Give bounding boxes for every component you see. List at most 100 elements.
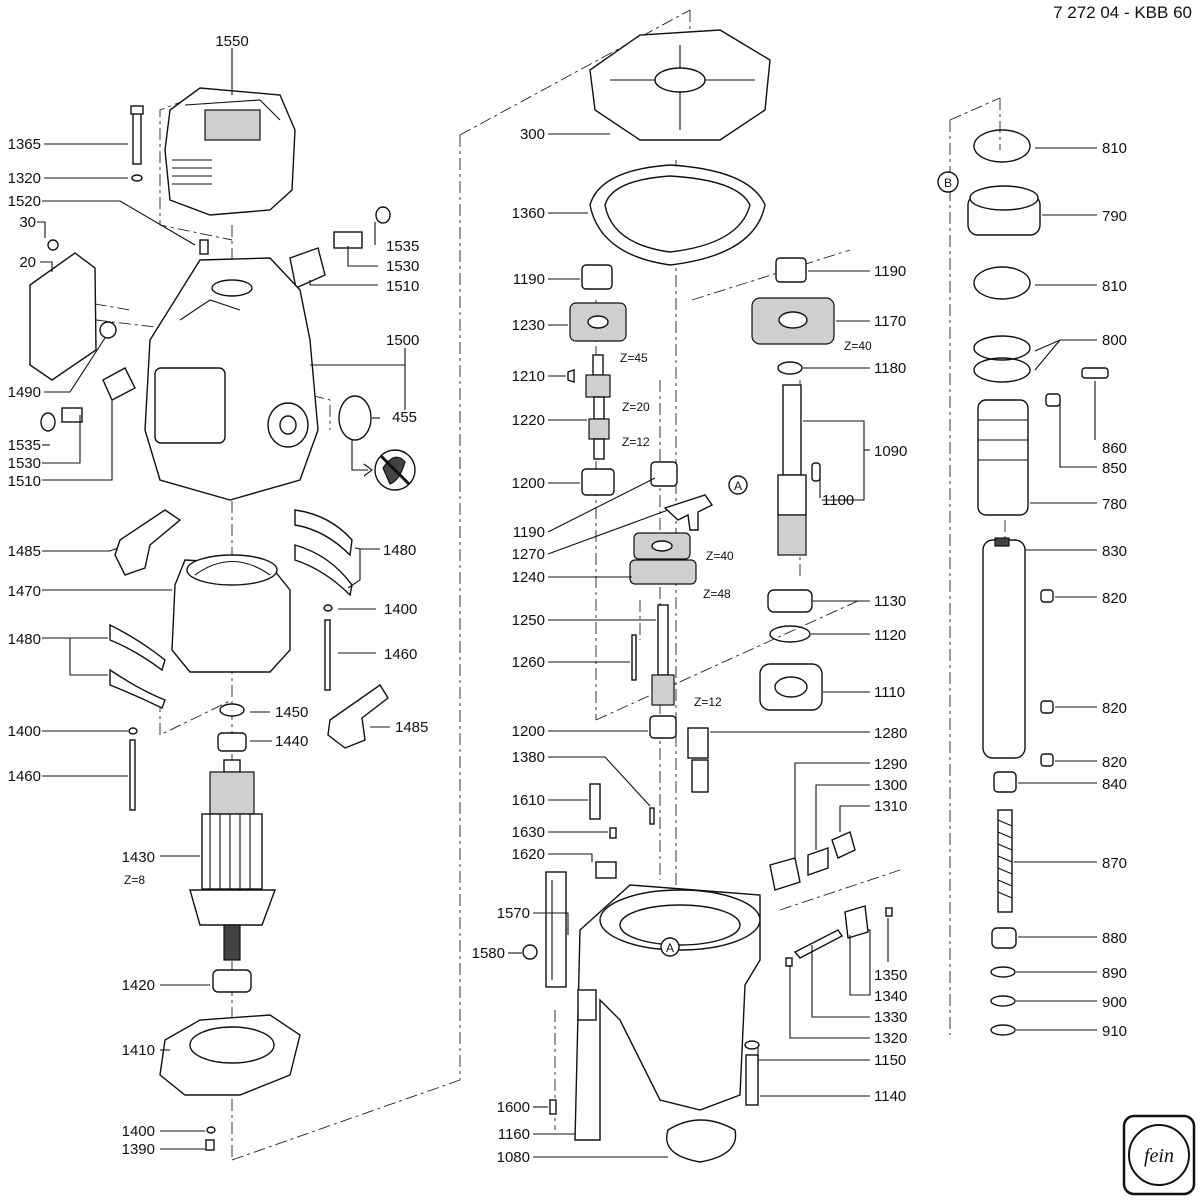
callout-1340: 1340 — [874, 988, 907, 1005]
callout-20: 20 — [19, 254, 36, 271]
o-ring-800a — [973, 335, 1031, 361]
callout-820-mid: 820 — [1102, 700, 1127, 717]
baffle-1485a — [114, 509, 182, 576]
callout-30: 30 — [19, 214, 36, 231]
callout-850: 850 — [1102, 460, 1127, 477]
stator-1470 — [171, 554, 291, 673]
callout-1530-lower: 1530 — [8, 455, 41, 472]
column-830 — [982, 537, 1026, 759]
bearing-1190a — [581, 264, 613, 290]
callout-1130: 1130 — [874, 593, 906, 610]
callout-1090: 1090 — [874, 443, 907, 460]
callout-1400: 1400 — [384, 601, 417, 618]
callout-900: 900 — [1102, 994, 1127, 1011]
right-column-parts — [937, 129, 1109, 1036]
tooth-count-z45: Z=45 — [620, 351, 648, 365]
bearing-1200a — [581, 468, 615, 496]
washer-1400c — [206, 1126, 216, 1134]
callout-1530: 1530 — [386, 258, 419, 275]
callout-1535: 1535 — [386, 238, 419, 255]
screw-1330 — [793, 929, 844, 959]
callout-1610: 1610 — [512, 792, 545, 809]
callout-870: 870 — [1102, 855, 1127, 872]
callout-1400-mid: 1400 — [8, 723, 41, 740]
callout-1400-bottom: 1400 — [122, 1123, 155, 1140]
callout-1460: 1460 — [384, 646, 417, 663]
left-column-parts — [29, 87, 416, 1151]
callout-1365: 1365 — [8, 136, 41, 153]
callout-1480: 1480 — [383, 542, 416, 559]
washer-900 — [990, 995, 1016, 1007]
bearing-1420 — [212, 969, 252, 993]
callout-1420: 1420 — [122, 977, 155, 994]
gear-housing-1160 — [574, 884, 761, 1141]
washer-1150 — [744, 1040, 760, 1050]
no-grease-symbol — [351, 440, 416, 491]
callout-1460-lower: 1460 — [8, 768, 41, 785]
screw-1350 — [885, 907, 893, 917]
motor-cover — [164, 87, 296, 216]
document-id: 7 272 04 - KBB 60 — [1053, 3, 1192, 22]
callout-455: 455 — [392, 409, 417, 426]
callout-1600: 1600 — [497, 1099, 530, 1116]
bearing-1440 — [217, 732, 247, 752]
callout-1350: 1350 — [874, 967, 907, 984]
nut-820a — [1040, 589, 1054, 603]
screw-1365 — [130, 105, 144, 165]
callout-810-lower: 810 — [1102, 278, 1127, 295]
brush-holder-1510 — [289, 247, 326, 289]
callout-1580: 1580 — [472, 945, 505, 962]
leader-lines — [37, 48, 1097, 1158]
o-ring-800b — [973, 357, 1031, 383]
callout-1550: 1550 — [215, 33, 248, 50]
callout-800: 800 — [1102, 332, 1127, 349]
magnet-1480b — [294, 544, 353, 597]
ring-1180 — [777, 361, 803, 375]
middle-column-parts — [522, 29, 771, 1163]
callout-1280: 1280 — [874, 725, 907, 742]
callout-1570: 1570 — [497, 905, 530, 922]
callout-1220: 1220 — [512, 412, 545, 429]
tooth-count-z48: Z=48 — [703, 587, 731, 601]
tooth-count-z12-shaft: Z=12 — [694, 695, 722, 709]
callout-880: 880 — [1102, 930, 1127, 947]
nut-820b — [1040, 700, 1054, 714]
gear-1230 — [569, 302, 627, 342]
baffle-1485b — [327, 684, 389, 749]
callout-1490: 1490 — [8, 384, 41, 401]
bearing-1190c — [775, 257, 807, 283]
end-shield-1410 — [159, 1014, 301, 1096]
washer-1400b — [128, 727, 138, 735]
magnet-1480d — [109, 668, 166, 709]
brush-holder-1510b — [102, 367, 136, 401]
callout-1450: 1450 — [275, 704, 308, 721]
retaining-ring-1080 — [666, 1119, 737, 1163]
screw-1630 — [609, 827, 617, 839]
callout-1190: 1190 — [513, 271, 545, 288]
disc-455 — [338, 395, 372, 441]
key-1210 — [567, 369, 575, 383]
callout-860: 860 — [1102, 440, 1127, 457]
screw-1140 — [745, 1054, 759, 1106]
spring-1300 — [807, 847, 829, 876]
callout-1485-lower: 1485 — [395, 719, 428, 736]
washer-1320b — [785, 957, 793, 967]
callout-910: 910 — [1102, 1023, 1127, 1040]
clamp-1620 — [595, 861, 617, 879]
reference-mark-b — [937, 171, 959, 193]
callout-1300: 1300 — [874, 777, 907, 794]
brush-1530 — [333, 231, 363, 249]
callout-1270: 1270 — [512, 546, 545, 563]
tooth-count-z8: Z=8 — [124, 873, 145, 887]
screw-30 — [47, 239, 59, 251]
callout-820-lower: 820 — [1102, 754, 1127, 771]
washer-890 — [990, 966, 1016, 978]
callout-790: 790 — [1102, 208, 1127, 225]
pin-1380 — [649, 807, 655, 825]
circlip-910 — [990, 1024, 1016, 1036]
callout-1180: 1180 — [874, 360, 906, 377]
callout-1500: 1500 — [386, 332, 419, 349]
bearing-1190b — [650, 461, 678, 487]
callout-1360: 1360 — [512, 205, 545, 222]
